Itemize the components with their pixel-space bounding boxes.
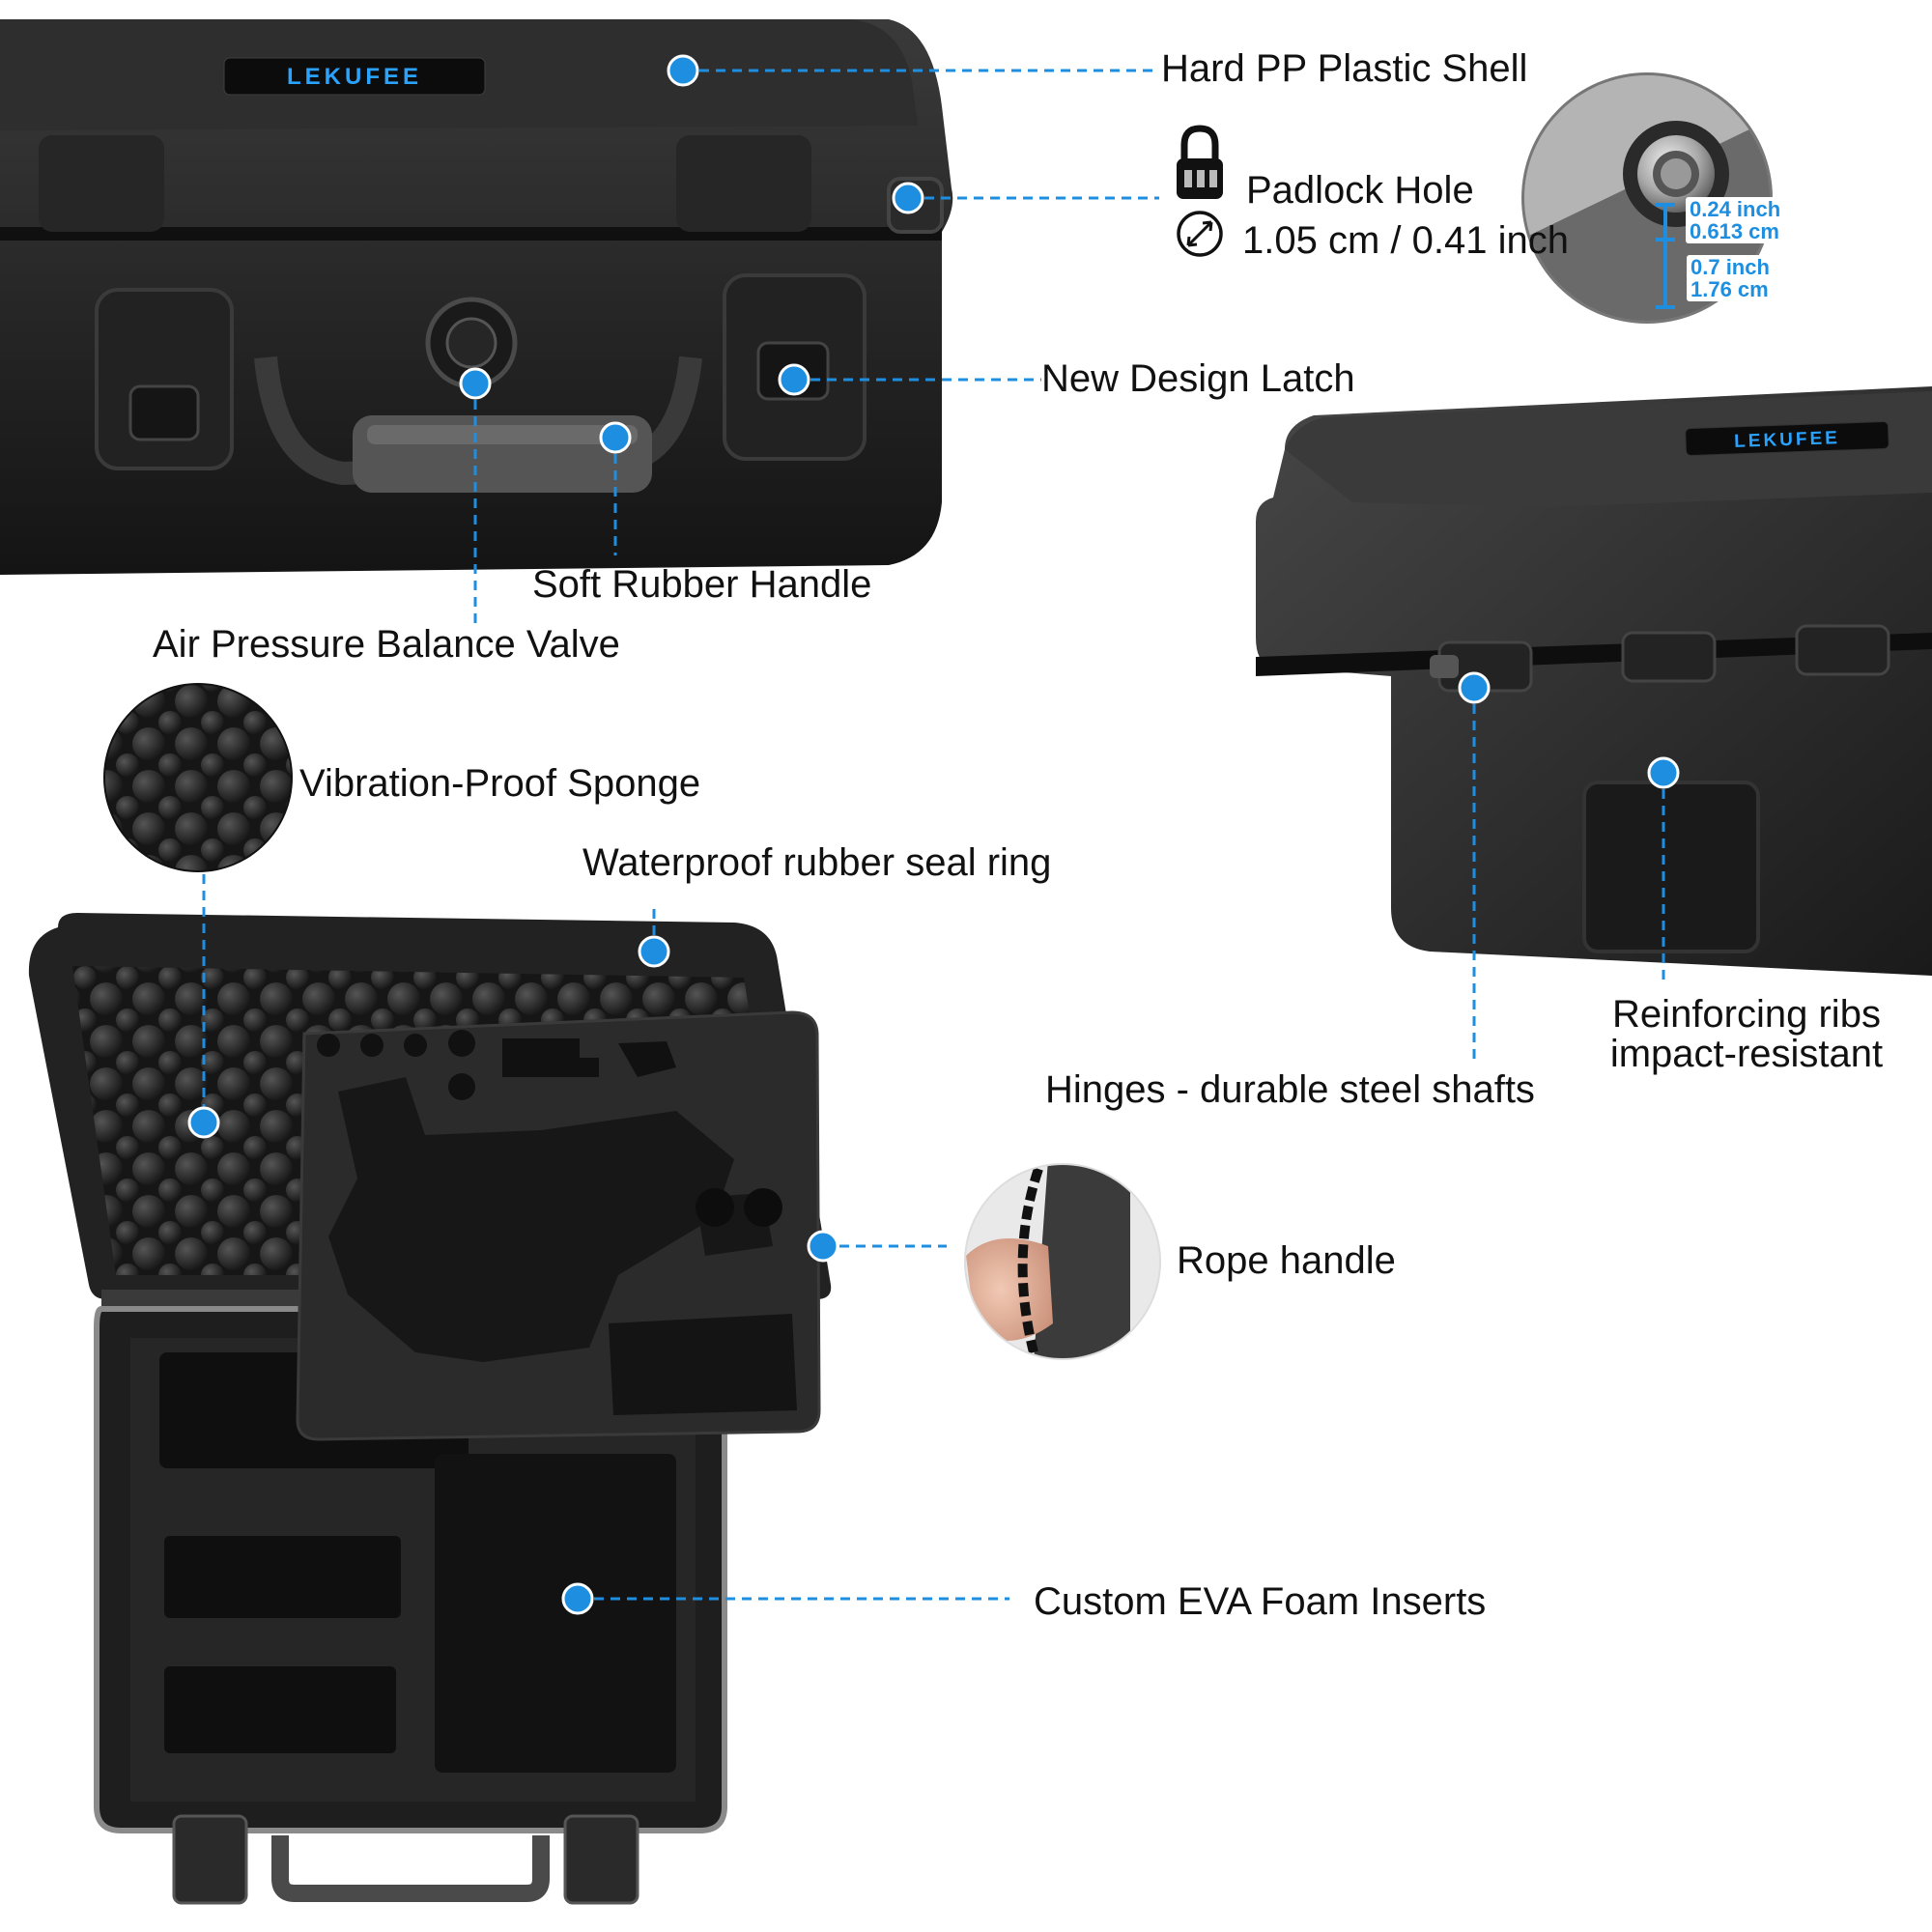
label-seal: Waterproof rubber seal ring xyxy=(582,841,1052,884)
dimension-lower-cm: 1.76 cm xyxy=(1690,277,1769,302)
dimension-upper-inch: 0.24 inch xyxy=(1690,197,1781,221)
dot-hard-shell xyxy=(667,54,699,87)
label-ribs-line2: impact-resistant xyxy=(1609,1033,1884,1075)
padlock-icon xyxy=(1177,125,1223,199)
rope-detail-circle xyxy=(964,1163,1161,1360)
dimension-upper: 0.24 inch 0.613 cm xyxy=(1686,197,1785,244)
callout-dots xyxy=(187,54,1680,1615)
dot-latch xyxy=(778,363,810,396)
label-latch: New Design Latch xyxy=(1041,357,1355,400)
label-hinges: Hinges - durable steel shafts xyxy=(1045,1068,1535,1111)
air-pressure-valve xyxy=(425,297,518,389)
label-ribs-line1: Reinforcing ribs xyxy=(1612,993,1881,1036)
case-back-view: LEKUFEE xyxy=(1256,386,1932,976)
brand-plate xyxy=(223,57,486,96)
brand-plate-text: LEKUFEE xyxy=(287,64,422,90)
label-foam: Custom EVA Foam Inserts xyxy=(1034,1580,1487,1623)
hinge-right xyxy=(1795,624,1890,676)
dot-rope xyxy=(807,1230,839,1263)
brand-plate-back xyxy=(1685,421,1889,456)
label-padlock-hole: Padlock Hole xyxy=(1246,169,1474,212)
dot-valve xyxy=(459,367,492,400)
dot-seal xyxy=(638,935,670,968)
dot-foam xyxy=(561,1582,594,1615)
reinforcing-rib xyxy=(1582,781,1760,953)
dot-hinge xyxy=(1458,671,1491,704)
dot-handle xyxy=(599,421,632,454)
dot-ribs xyxy=(1647,756,1680,789)
sponge-detail-circle xyxy=(103,683,293,872)
dimension-upper-cm: 0.613 cm xyxy=(1690,219,1779,244)
left-latch xyxy=(95,288,234,470)
dot-padlock xyxy=(892,182,924,214)
brand-plate-back-text: LEKUFEE xyxy=(1734,428,1840,452)
dimension-lower-inch: 0.7 inch xyxy=(1690,255,1770,279)
eva-foam-insert xyxy=(296,1010,821,1441)
dot-sponge xyxy=(187,1106,220,1139)
label-rope: Rope handle xyxy=(1177,1239,1396,1282)
hinge-mid xyxy=(1621,631,1717,683)
label-hard-shell: Hard PP Plastic Shell xyxy=(1161,47,1528,90)
rubber-handle xyxy=(254,355,702,493)
callout-lines xyxy=(202,69,1665,1601)
dimension-lower: 0.7 inch 1.76 cm xyxy=(1687,255,1774,302)
label-valve: Air Pressure Balance Valve xyxy=(153,623,620,666)
label-sponge: Vibration-Proof Sponge xyxy=(299,762,701,805)
diameter-icon xyxy=(1177,211,1223,257)
label-handle: Soft Rubber Handle xyxy=(532,563,872,606)
label-padlock-size: 1.05 cm / 0.41 inch xyxy=(1242,219,1569,262)
case-front-view: LEKUFEE xyxy=(0,19,953,575)
